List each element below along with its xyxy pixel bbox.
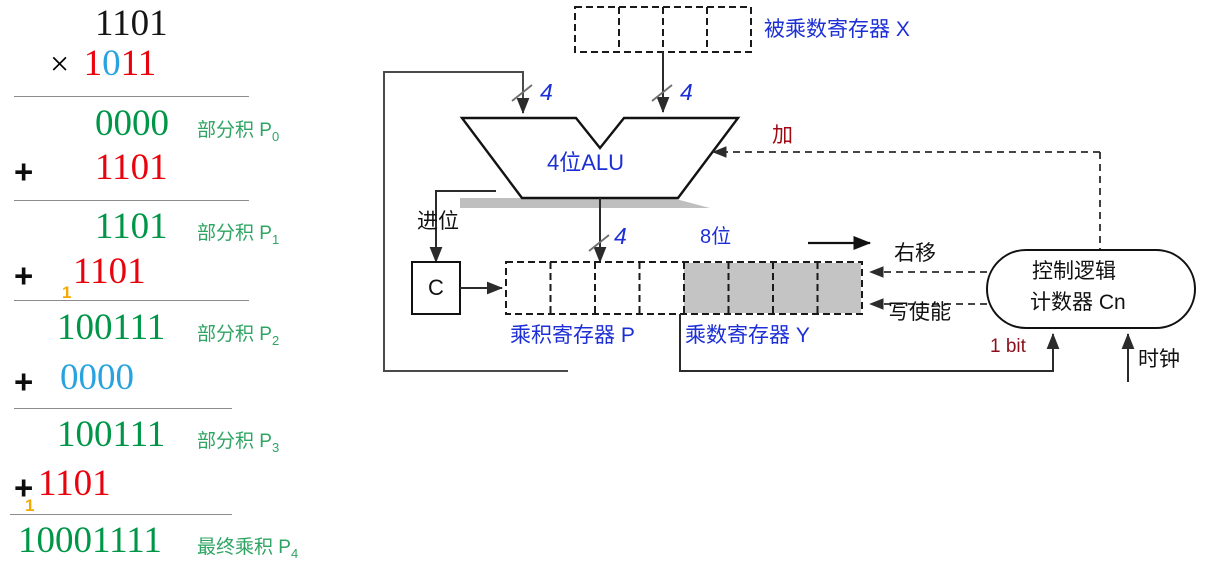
wire-carry-to-c	[429, 190, 496, 263]
row-p2: 100111	[57, 308, 165, 354]
multiplier-datapath-diagram: 被乘数寄存器 X 4 4 4位ALU 加 进位 C 4 8位 乘积寄存器 P 乘…	[360, 0, 1207, 570]
row-add-4-value-wrap: 1101	[38, 464, 111, 510]
clock-label: 时钟	[1138, 348, 1180, 371]
row-add-2-value: 1101	[73, 251, 146, 292]
alu-left-width-label: 4	[540, 79, 553, 105]
register-y-label: 乘数寄存器 Y	[685, 324, 810, 347]
row-add-1-value-wrap: 1101	[95, 148, 168, 194]
py-width-label: 8位	[700, 226, 732, 248]
multiplicand-register-x-cells	[574, 6, 752, 53]
row-add-4-operator: +	[14, 469, 34, 506]
row-p4-value: 10001111	[18, 520, 162, 561]
rule-5	[10, 514, 232, 515]
row-p1-value: 1101	[95, 206, 168, 247]
row-p2-label: 部分积 P2	[197, 324, 280, 348]
multiplier-value: 1011	[83, 43, 157, 84]
row-p3: 100111	[57, 415, 165, 461]
row-p1: 1101	[95, 207, 168, 253]
row-p0-label: 部分积 P0	[197, 120, 280, 144]
alu-right-width-label: 4	[680, 79, 693, 105]
wire-one-bit	[679, 314, 1060, 372]
row-p0: 0000	[95, 104, 169, 150]
multiplicand-value: 1101	[95, 3, 168, 44]
control-logic-line1: 控制逻辑	[1032, 260, 1116, 283]
row-p3-label: 部分积 P3	[197, 431, 280, 455]
one-bit-label: 1 bit	[990, 336, 1026, 357]
row-p1-label: 部分积 P1	[197, 223, 280, 247]
row-add-2: +	[14, 256, 33, 302]
alu-output-width-label: 4	[614, 223, 627, 249]
shift-right-label: 右移	[894, 242, 936, 265]
row-add-4-value: 1101	[38, 463, 111, 504]
bus-slash-x	[651, 84, 673, 102]
wire-p-feedback	[383, 71, 568, 372]
add-signal-label: 加	[772, 124, 793, 147]
control-logic-line2: 计数器 Cn	[1030, 291, 1126, 314]
row-add-3-value-wrap: 0000	[60, 358, 134, 404]
carry-box-label: C	[428, 275, 444, 300]
write-enable-label: 写使能	[888, 301, 951, 324]
row-add-3: +	[14, 362, 33, 408]
multiply-operator: ×	[50, 46, 70, 83]
alu-shape	[459, 116, 741, 208]
row-add-4: +	[14, 468, 33, 514]
row-add-3-value: 0000	[60, 357, 134, 398]
rule-2	[14, 200, 249, 201]
bus-slash-feedback	[511, 84, 533, 102]
multiplicand-row: 1101	[95, 4, 168, 50]
row-p4: 10001111	[18, 521, 162, 567]
rule-1	[14, 96, 249, 97]
product-multiplier-register-cells	[505, 261, 863, 315]
row-p3-value: 100111	[57, 414, 166, 455]
row-add-1-value: 1101	[95, 147, 168, 188]
row-add-1: +	[14, 152, 33, 198]
datapath-svg	[383, 6, 1196, 382]
register-p-label: 乘积寄存器 P	[510, 324, 635, 347]
bus-slash-alu-out	[588, 234, 610, 252]
long-multiplication-worksheet: 1101 × 1011 0000 部分积 P0 + 1101 1101 部分积 …	[0, 0, 360, 570]
row-add-3-operator: +	[14, 363, 34, 400]
carry-digit-2: 1	[25, 496, 35, 515]
row-add-1-operator: +	[14, 153, 34, 190]
carry-label: 进位	[417, 210, 459, 233]
row-p4-label: 最终乘积 P4	[197, 537, 299, 561]
rule-3	[14, 300, 249, 301]
register-x-label: 被乘数寄存器 X	[764, 18, 910, 41]
rule-4	[14, 408, 232, 409]
carry-box	[411, 261, 461, 315]
alu-label: 4位ALU	[547, 150, 625, 175]
row-p2-value: 100111	[57, 307, 166, 348]
row-add-2-value-wrap: 1101	[73, 252, 146, 298]
multiplier-row: × 1011	[50, 44, 156, 90]
row-p0-value: 0000	[95, 103, 169, 144]
carry-digit-1: 1	[62, 283, 72, 302]
control-logic-box	[986, 249, 1196, 329]
row-add-2-operator: +	[14, 257, 34, 294]
